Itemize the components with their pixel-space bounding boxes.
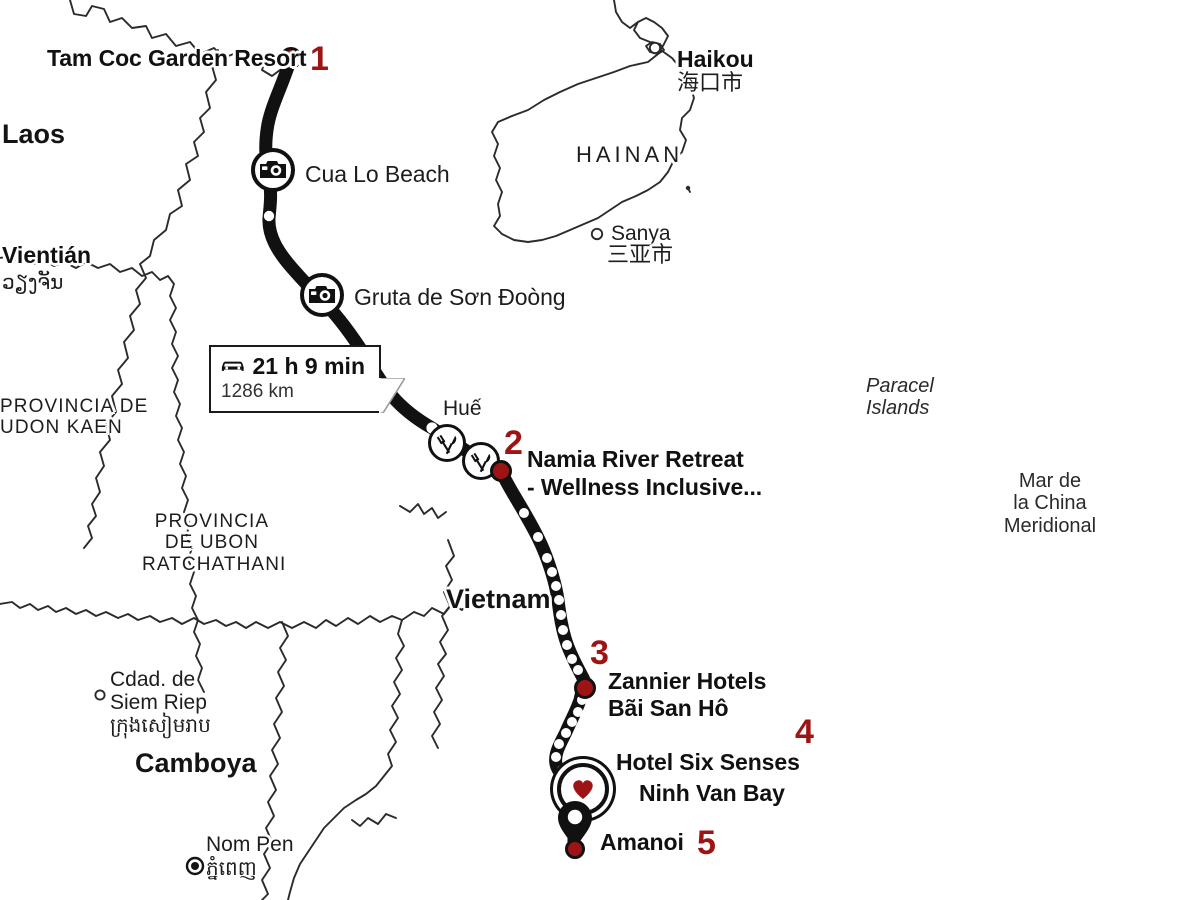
restaurant-icon	[436, 434, 458, 455]
waypoint-marker-cua-lo-beach[interactable]	[251, 148, 295, 192]
city-dot-markers	[94, 41, 691, 876]
stop-marker-1[interactable]	[280, 47, 302, 69]
stop-marker-2[interactable]	[490, 460, 512, 482]
route-duration: 21 h 9 min	[252, 353, 365, 379]
stop-marker-5[interactable]	[565, 839, 585, 859]
waypoint-marker-son-doong[interactable]	[300, 273, 344, 317]
route-duration-callout[interactable]: 21 h 9 min 1286 km	[209, 345, 381, 413]
callout-tail	[379, 378, 405, 413]
route-path[interactable]	[259, 51, 591, 855]
route-distance: 1286 km	[221, 381, 294, 402]
map-pin-icon	[558, 801, 592, 850]
camera-icon	[260, 161, 286, 178]
camera-icon	[309, 286, 335, 303]
stop-marker-5-pin[interactable]	[553, 798, 597, 854]
car-icon	[221, 361, 244, 371]
country-borders	[0, 0, 695, 900]
stop-marker-3[interactable]	[574, 677, 596, 699]
waypoint-marker-restaurant-1[interactable]	[428, 424, 466, 462]
